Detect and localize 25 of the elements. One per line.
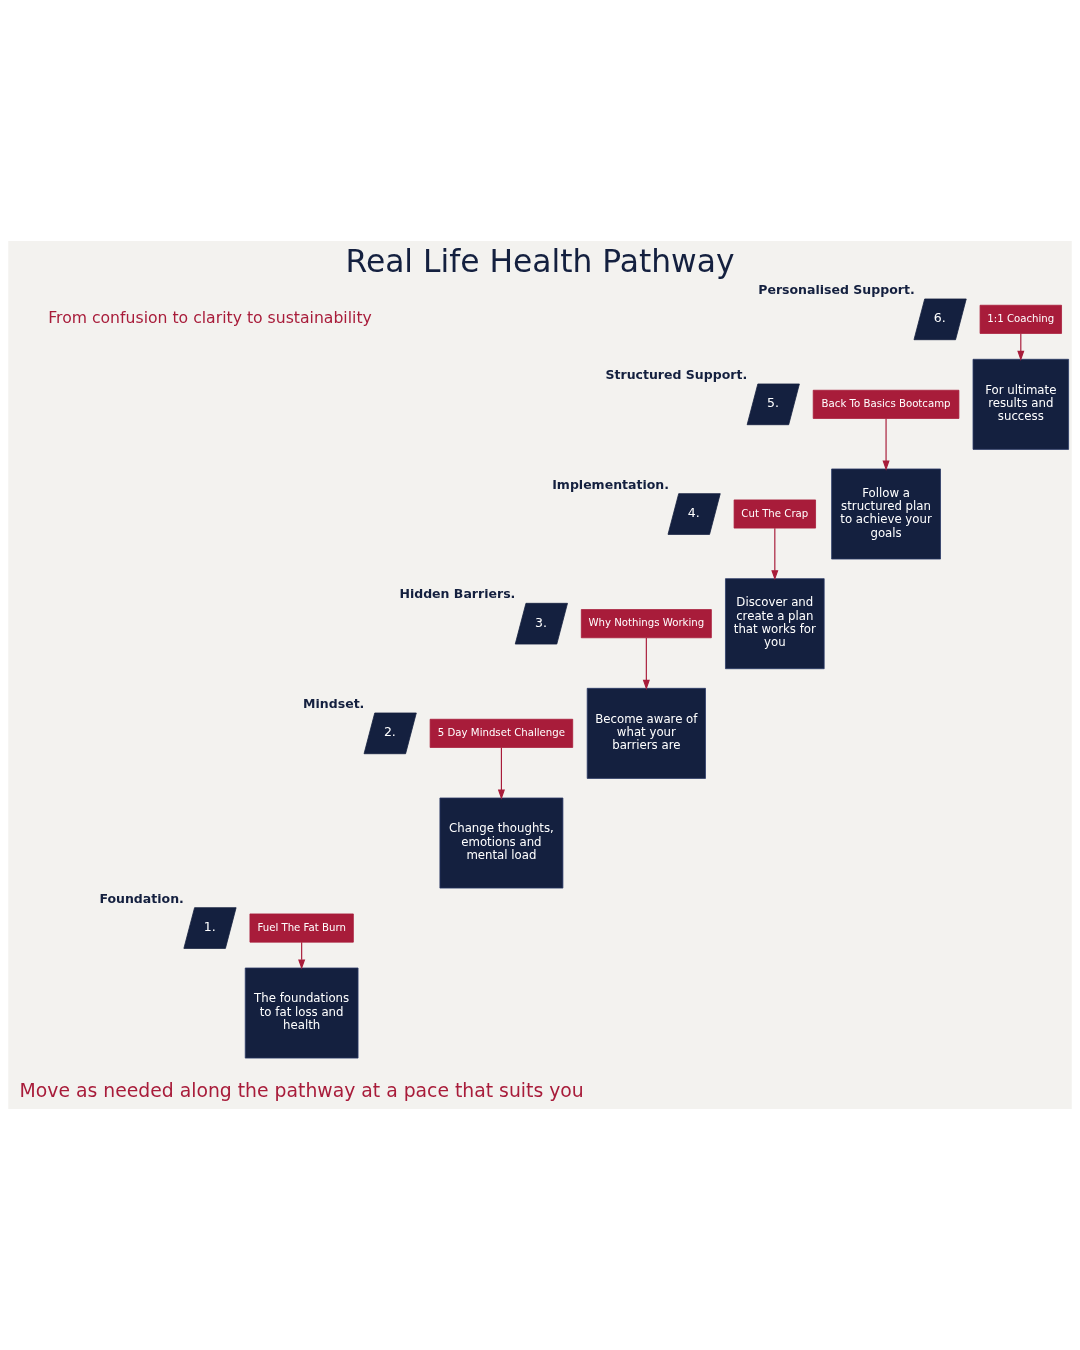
node-box: Fuel The Fat Burn bbox=[249, 913, 354, 943]
node-box: Discover and create a plan that works for you bbox=[725, 578, 825, 670]
node-label: Mindset. bbox=[303, 696, 365, 712]
node-box: Why Nothings Working bbox=[580, 609, 712, 639]
arrow bbox=[882, 418, 890, 471]
node-label: Personalised Support. bbox=[758, 282, 915, 298]
node-label: Implementation. bbox=[552, 476, 670, 492]
label: Move as needed along the pathway at a pace that suits you bbox=[19, 1079, 584, 1101]
node-box: 5 Day Mindset Challenge bbox=[429, 718, 574, 748]
node-box: Become aware of what your barriers are bbox=[586, 687, 706, 779]
node-box: Cut The Crap bbox=[733, 499, 816, 529]
node-box: Change thoughts, emotions and mental load bbox=[439, 797, 564, 889]
node-box: Back To Basics Bootcamp bbox=[812, 389, 960, 419]
label: From confusion to clarity to sustainability bbox=[48, 308, 372, 328]
arrow bbox=[497, 747, 505, 800]
arrow bbox=[771, 527, 779, 581]
node-label: Foundation. bbox=[99, 890, 184, 906]
node-box: The foundations to fat loss and health bbox=[244, 967, 359, 1059]
node-box: For ultimate results and success bbox=[972, 358, 1069, 450]
diagram-title: Real Life Health Pathway bbox=[345, 243, 735, 280]
arrow bbox=[642, 637, 650, 690]
node-box: Follow a structured plan to achieve your goals bbox=[831, 468, 941, 560]
node-label: Hidden Barriers. bbox=[399, 586, 516, 602]
node-label: Structured Support. bbox=[605, 367, 748, 383]
node-box: 1:1 Coaching bbox=[979, 304, 1062, 334]
